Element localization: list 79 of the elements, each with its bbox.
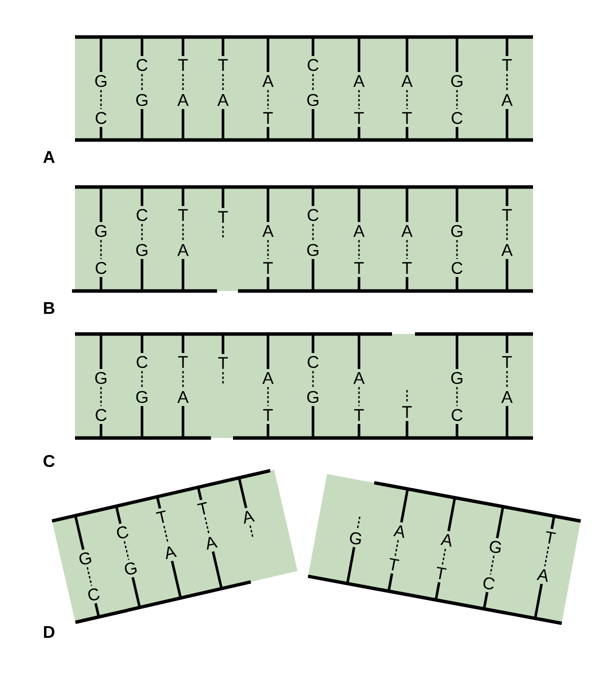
base-letter: G bbox=[79, 552, 92, 565]
base-letter: T bbox=[263, 112, 273, 124]
base-letter: C bbox=[136, 58, 148, 72]
base-letter: G bbox=[451, 74, 462, 88]
base-letter: T bbox=[218, 357, 228, 369]
base-letter: G bbox=[95, 224, 106, 238]
base-letter: A bbox=[166, 546, 177, 560]
base-letter: G bbox=[307, 94, 318, 106]
base-letter: A bbox=[393, 525, 404, 538]
base-letter: G bbox=[124, 562, 137, 575]
panel-label: D bbox=[44, 626, 54, 638]
base-letter: T bbox=[402, 262, 412, 274]
base-letter: G bbox=[350, 532, 362, 544]
base-letter: G bbox=[451, 224, 462, 238]
base-letter: T bbox=[436, 566, 447, 580]
base-letter: A bbox=[501, 94, 513, 106]
base-letter: A bbox=[440, 534, 452, 547]
base-letter: G bbox=[136, 94, 148, 106]
base-letter: G bbox=[95, 372, 106, 384]
base-letter: T bbox=[390, 558, 400, 571]
base-letter: A bbox=[353, 225, 365, 237]
base-letter: C bbox=[452, 262, 462, 274]
base-letter: C bbox=[136, 208, 148, 222]
base-letter: A bbox=[536, 569, 548, 582]
base-letter: A bbox=[401, 225, 413, 237]
base-letter: G bbox=[451, 372, 462, 384]
base-letter: C bbox=[136, 356, 148, 368]
base-letter: T bbox=[218, 211, 228, 223]
base-letter: A bbox=[262, 75, 274, 87]
base-letter: T bbox=[502, 59, 512, 71]
base-letter: A bbox=[401, 75, 413, 87]
base-letter: A bbox=[262, 372, 274, 384]
base-letter: A bbox=[217, 94, 229, 106]
base-letter: T bbox=[502, 356, 512, 368]
base-letter: C bbox=[452, 112, 462, 124]
base-letter: T bbox=[263, 409, 273, 421]
base-letter: A bbox=[501, 391, 513, 403]
base-letter: T bbox=[354, 409, 364, 421]
base-letter: G bbox=[307, 390, 318, 404]
panel-label: C bbox=[44, 454, 55, 468]
panel-label: A bbox=[43, 151, 55, 163]
base-letter: A bbox=[353, 372, 365, 384]
base-letter: C bbox=[483, 577, 495, 590]
base-letter: T bbox=[218, 59, 228, 71]
base-letter: C bbox=[96, 112, 106, 124]
base-letter: A bbox=[353, 75, 365, 87]
base-letter: T bbox=[178, 209, 188, 221]
base-letter: T bbox=[178, 59, 188, 71]
base-letter: C bbox=[308, 208, 318, 222]
base-letter: A bbox=[244, 510, 255, 524]
base-letter: A bbox=[177, 94, 189, 106]
base-letter: G bbox=[136, 244, 148, 256]
base-letter: C bbox=[308, 356, 318, 368]
base-letter: T bbox=[546, 531, 556, 544]
base-letter: T bbox=[502, 209, 512, 221]
base-letter: G bbox=[490, 540, 502, 554]
base-letter: A bbox=[177, 244, 189, 256]
base-letter: C bbox=[117, 526, 128, 538]
base-letter: T bbox=[263, 262, 273, 274]
base-letter: T bbox=[402, 406, 412, 418]
base-letter: T bbox=[354, 262, 364, 274]
base-letter: A bbox=[206, 536, 218, 550]
base-letter: T bbox=[197, 502, 207, 515]
base-letter: C bbox=[96, 262, 106, 274]
base-letter: G bbox=[136, 390, 148, 404]
base-letter: C bbox=[96, 408, 106, 422]
base-letter: C bbox=[452, 408, 462, 422]
base-letter: C bbox=[88, 588, 100, 600]
base-letter: T bbox=[178, 356, 188, 368]
base-letter: T bbox=[354, 112, 364, 124]
base-letter: T bbox=[402, 112, 412, 124]
base-letter: A bbox=[262, 225, 274, 237]
base-letter: C bbox=[308, 58, 318, 72]
base-letter: G bbox=[307, 244, 318, 256]
base-letter: A bbox=[501, 244, 513, 256]
panel-label: B bbox=[44, 302, 54, 314]
base-letter: G bbox=[95, 74, 106, 88]
base-letter: A bbox=[177, 391, 189, 403]
base-letter: T bbox=[156, 510, 166, 524]
